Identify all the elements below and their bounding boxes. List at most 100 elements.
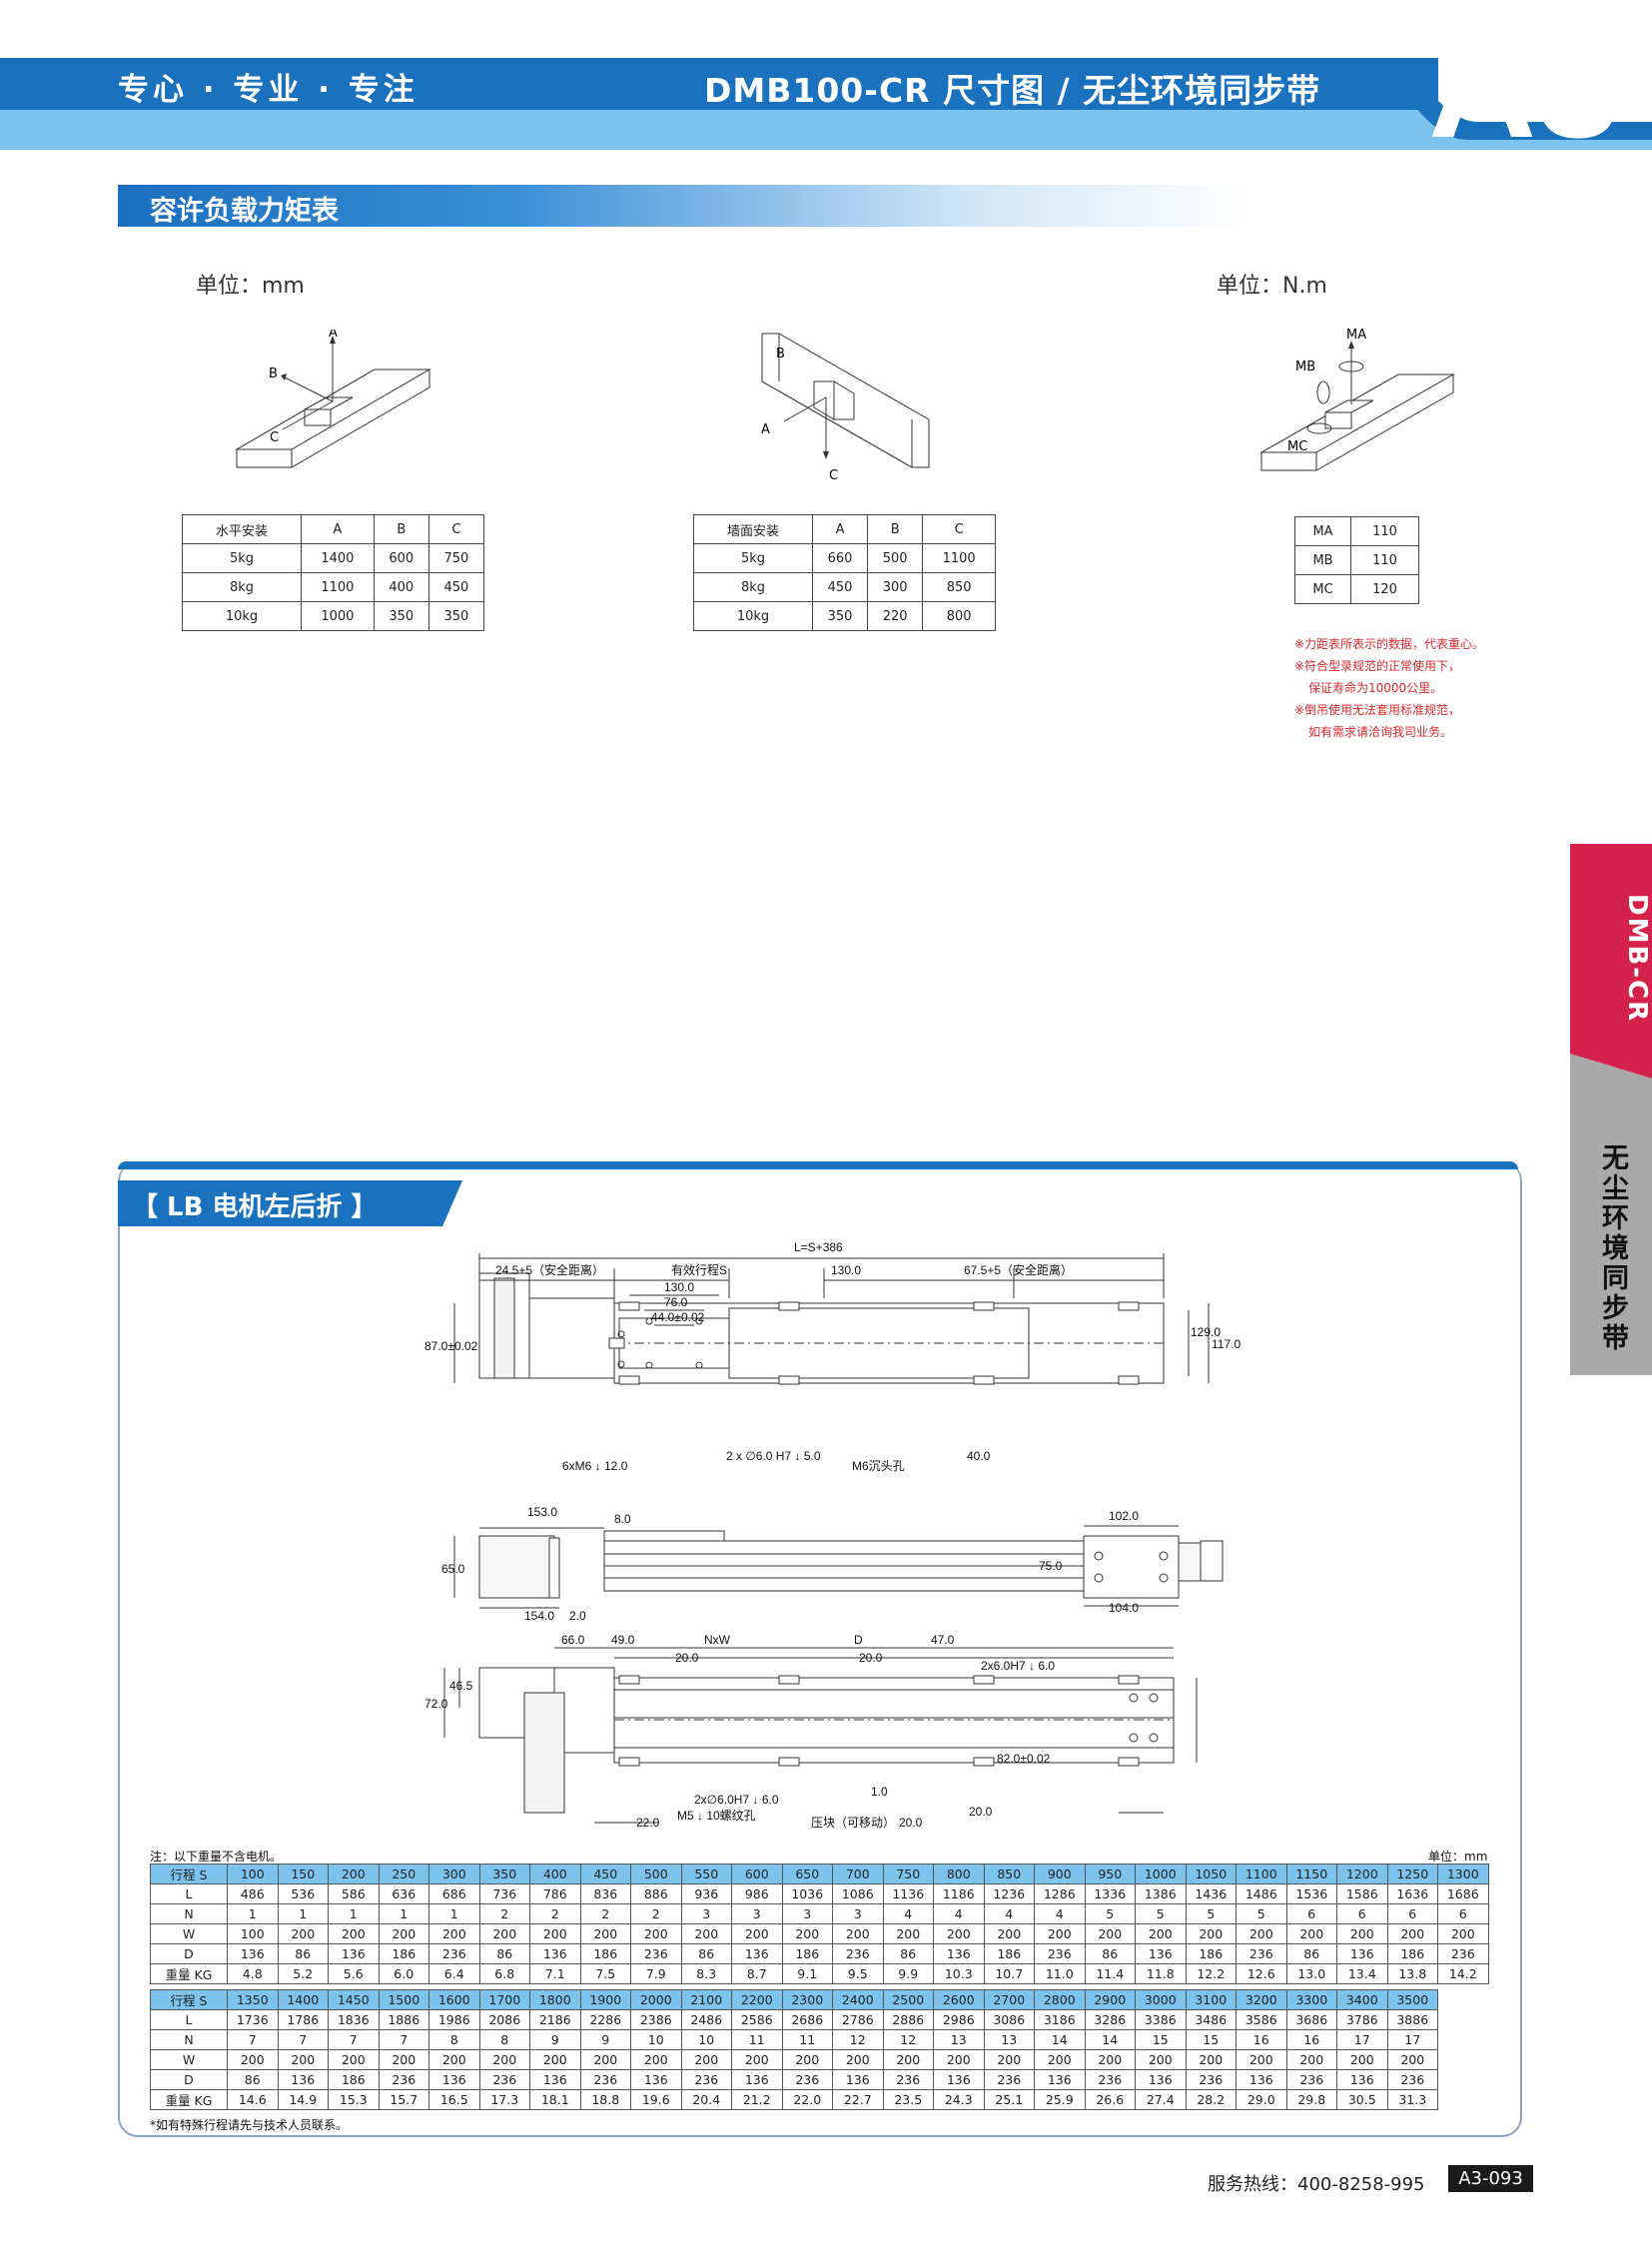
table-cell: 2 (630, 1903, 682, 1924)
table-cell: 1200 (1336, 1864, 1388, 1884)
table-cell: 186 (378, 1943, 429, 1964)
row-label: W (150, 1923, 228, 1944)
table-cell: 2486 (680, 2009, 732, 2030)
table-cell: 6.8 (478, 1963, 530, 1984)
dim-label: 102.0 (1109, 1509, 1139, 1523)
table-cell: 1236 (983, 1883, 1035, 1904)
table-cell: 20.4 (680, 2089, 732, 2110)
slogan: 专心 · 专业 · 专注 (118, 72, 418, 108)
table-cell: 7 (227, 2029, 279, 2050)
table-cell: 200 (1386, 2049, 1438, 2070)
table-cell: 3 (731, 1903, 783, 1924)
table-cell: 9 (579, 2029, 631, 2050)
table-cell: 1 (378, 1903, 429, 1924)
table-cell: 14.2 (1437, 1963, 1489, 1984)
table-cell: 886 (630, 1883, 682, 1904)
dim-label: 2 x ∅6.0 H7 ↓ 5.0 (726, 1449, 821, 1463)
table-cell: 700 (832, 1864, 884, 1884)
diagram-label: C (270, 430, 279, 445)
dim-label: 129.0 (1191, 1325, 1221, 1339)
table-cell: 200 (832, 2049, 884, 2070)
table-cell: 136 (428, 2069, 480, 2090)
table-cell: 25.1 (983, 2089, 1035, 2110)
table-cell: 200 (428, 1923, 480, 1944)
table-cell: 17 (1386, 2029, 1438, 2050)
table-cell: 1986 (428, 2009, 480, 2030)
table-cell: 12.2 (1185, 1963, 1237, 1984)
table-cell: 1 (227, 1903, 279, 1924)
table-cell: 3000 (1135, 1989, 1187, 2010)
table-cell: 12 (882, 2029, 934, 2050)
table-cell: 786 (529, 1883, 581, 1904)
dim-label: 87.0±0.02 (424, 1339, 478, 1353)
table-cell: 986 (731, 1883, 783, 1904)
dim-label: 67.5+5（安全距离） (964, 1262, 1073, 1277)
table-cell: 6 (1285, 1903, 1337, 1924)
spec-note-top: 注：以下重量不含电机。 (150, 1850, 283, 1864)
technical-drawing: L=S+386 24.5+5（安全距离） 有效行程S 130.0 67.5+5（… (424, 1240, 1240, 1830)
table-cell: 2686 (781, 2009, 833, 2030)
table-cell: 13.0 (1285, 1963, 1337, 1984)
dim-label: 1.0 (871, 1785, 888, 1799)
table-cell: 9 (529, 2029, 581, 2050)
table-cell: 11.0 (1034, 1963, 1086, 1984)
section-header-tail (442, 1180, 462, 1226)
table-cell: 86 (680, 1943, 732, 1964)
table-cell: 200 (680, 1923, 732, 1944)
table-cell: 3300 (1285, 1989, 1337, 2010)
table-cell: 1736 (227, 2009, 279, 2030)
table-cell: 186 (1185, 1943, 1237, 1964)
table-cell: 7 (378, 2029, 429, 2050)
table-cell: 2400 (832, 1989, 884, 2010)
dim-label: 47.0 (931, 1633, 955, 1647)
dim-label: 130.0 (831, 1263, 861, 1277)
table-cell: 200 (1285, 1923, 1337, 1944)
table-cell: 14.9 (277, 2089, 329, 2110)
table-cell: 136 (1336, 1943, 1388, 1964)
table-cell: 200 (1336, 2049, 1388, 2070)
table-cell: 26.6 (1084, 2089, 1136, 2110)
row-label: D (150, 2069, 228, 2090)
table-cell: 3886 (1386, 2009, 1438, 2030)
table-cell: 10 (630, 2029, 682, 2050)
table-cell: 236 (832, 1943, 884, 1964)
table-cell: 536 (277, 1883, 329, 1904)
tab-divider (1570, 1039, 1652, 1079)
table-cell: 686 (428, 1883, 480, 1904)
table-cell: 15 (1185, 2029, 1237, 2050)
table-cell: 3486 (1185, 2009, 1237, 2030)
table-cell: 1836 (328, 2009, 380, 2030)
section-title: 容许负载力矩表 (150, 196, 339, 227)
row-label: 重量 KG (150, 2089, 228, 2110)
table-cell: 86 (277, 1943, 329, 1964)
page-title: DMB100-CR 尺寸图 / 无尘环境同步带 (704, 71, 1321, 110)
diagram-label: MB (1295, 360, 1315, 374)
table-cell: 23.5 (882, 2089, 934, 2110)
table-cell: 11 (731, 2029, 783, 2050)
table-cell: 186 (1386, 1943, 1438, 1964)
tab-dmb-cr[interactable]: DMB-CR (1570, 844, 1652, 1059)
table-cell: 2000 (630, 1989, 682, 2010)
table-cell: 1436 (1185, 1883, 1237, 1904)
table-cell: 236 (983, 2069, 1035, 2090)
table-cell: 186 (983, 1943, 1035, 1964)
table-cell: 3 (781, 1903, 833, 1924)
table-cell: 236 (1034, 1943, 1086, 1964)
table-cell: 136 (933, 1943, 985, 1964)
table-cell: 1250 (1386, 1864, 1438, 1884)
row-label: 行程 S (150, 1989, 228, 2010)
table-cell: 9.9 (882, 1963, 934, 1984)
table-cell: 200 (378, 2049, 429, 2070)
dim-label: D (854, 1633, 863, 1647)
table-cell: 200 (328, 1923, 380, 1944)
diagram-label: A (761, 422, 770, 437)
tab-cleanroom-belt[interactable]: 无尘环境同步带 (1570, 1079, 1652, 1375)
dim-label: 82.0±0.02 (997, 1752, 1051, 1766)
table-cell: 136 (1034, 2069, 1086, 2090)
table-cell: 30.5 (1336, 2089, 1388, 2110)
row-label: 行程 S (150, 1864, 228, 1884)
table-cell: 13.4 (1336, 1963, 1388, 1984)
